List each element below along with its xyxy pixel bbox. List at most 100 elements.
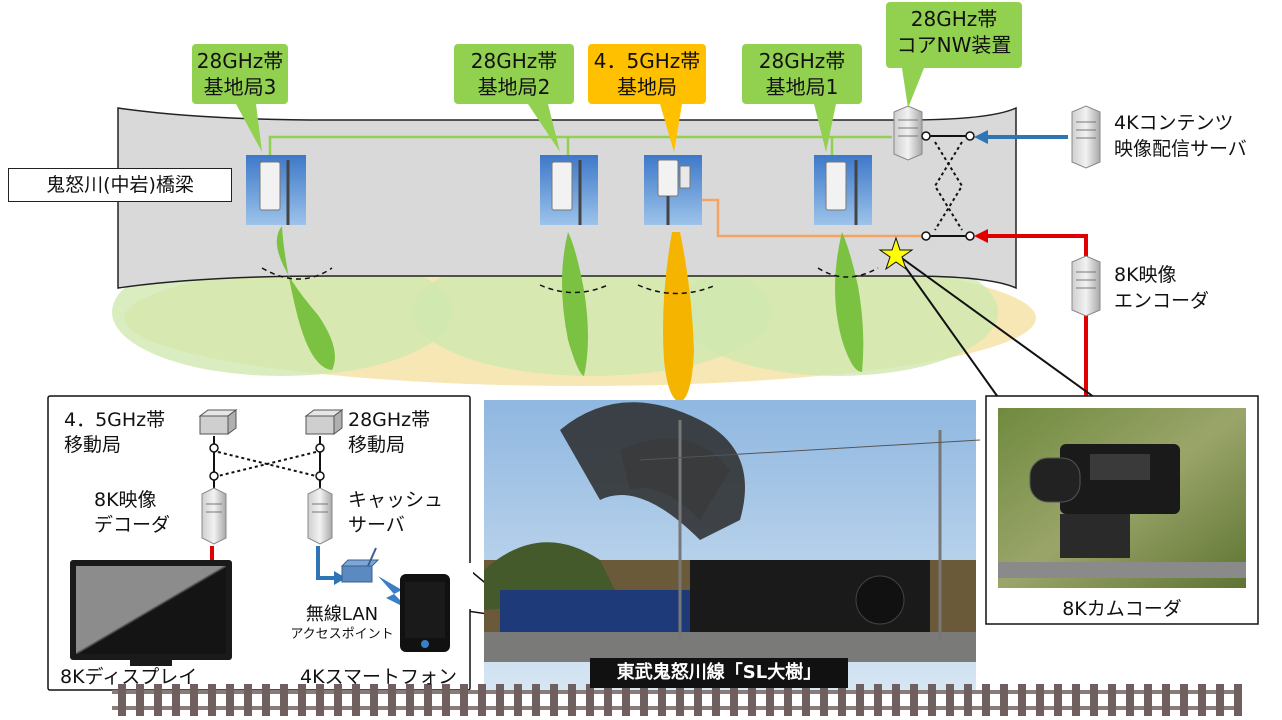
content-server-line1: 4Kコンテンツ (1114, 112, 1234, 134)
rail-tie (1018, 684, 1026, 716)
rail-tie (226, 684, 234, 716)
beam-bs1 (835, 232, 864, 372)
mobile28-label: 28GHz帯 移動局 (348, 408, 430, 458)
cache-line1: キャッシュ (348, 489, 444, 511)
rail-tie (694, 684, 702, 716)
rail-tie (478, 684, 486, 716)
onboard-switch-cross (209, 436, 325, 490)
rail-tie (928, 684, 936, 716)
rail-tie (910, 684, 918, 716)
callout-core (886, 2, 1022, 108)
rail-tie (1090, 684, 1098, 716)
callout-core-text: 28GHz帯 コアNW装置 (886, 6, 1022, 58)
rail-tie (604, 684, 612, 716)
arrow-cache-wlan (334, 571, 346, 585)
rail-tie (856, 684, 864, 716)
rail-tie (802, 684, 810, 716)
rail-tie (244, 684, 252, 716)
rail-tie (262, 684, 270, 716)
bs3-band-label: 28GHz帯 (196, 49, 284, 73)
rail-tie (460, 684, 468, 716)
encoder-label: 8K映像 エンコーダ (1114, 262, 1209, 314)
encoder-line2: エンコーダ (1114, 290, 1210, 312)
mobile45-line1: 4．5GHz帯 (64, 409, 166, 431)
rail-tie (514, 684, 522, 716)
rail-tie (676, 684, 684, 716)
rail-tie (784, 684, 792, 716)
rail-tie (172, 684, 180, 716)
rail-tie (550, 684, 558, 716)
rail-tie (1180, 684, 1188, 716)
rail-tie (1216, 684, 1224, 716)
callout-bs3 (192, 44, 288, 152)
rail-tie (352, 684, 360, 716)
rail-tie (892, 684, 900, 716)
rail-tie (1036, 684, 1044, 716)
decoder-label: 8K映像 デコーダ (94, 488, 170, 538)
rail-tie (118, 684, 126, 716)
core-nw-server-icon (893, 105, 923, 161)
rail-tie (1144, 684, 1152, 716)
rail-tie (658, 684, 666, 716)
cache-line2: サーバ (348, 514, 405, 536)
rail-tie (334, 684, 342, 716)
callout-bs1-text: 28GHz帯 基地局1 (742, 48, 862, 100)
cache-server-icon (307, 487, 333, 545)
link-45ghz (700, 198, 925, 238)
link-cache-wlan (316, 546, 336, 580)
bs45-band-label: 4．5GHz帯 (593, 49, 701, 73)
wlan-line2: アクセスポイント (290, 627, 394, 642)
content-server-icon (1071, 105, 1101, 169)
callout-bs2-text: 28GHz帯 基地局2 (454, 48, 574, 100)
wireless-bolt-icon (378, 576, 410, 610)
rail-tie (1198, 684, 1206, 716)
encoder-server-icon (1071, 255, 1101, 317)
beam-arc-bs3 (261, 267, 333, 280)
display-label: 8Kディスプレイ (60, 666, 198, 688)
decoder-server-icon (201, 487, 227, 545)
base-station-45ghz-icon (644, 155, 702, 225)
rail-tie (406, 684, 414, 716)
arrow-camcorder (974, 229, 988, 243)
base-station-2-icon (540, 155, 598, 225)
wlan-line1: 無線LAN (305, 604, 379, 625)
rail-tie (496, 684, 504, 716)
switch-cross (921, 131, 975, 241)
bs45-name-label: 基地局 (617, 75, 677, 99)
rail-tie (766, 684, 774, 716)
cache-label: キャッシュ サーバ (348, 488, 443, 538)
camcorder-photo (998, 408, 1246, 588)
bridge-label: 鬼怒川(中岩)橋梁 (8, 168, 232, 202)
camcorder-caption: 8Kカムコーダ (1062, 598, 1182, 620)
beam-bs3 (276, 226, 335, 370)
rail-tie (1072, 684, 1080, 716)
mobile28-line2: 移動局 (348, 434, 406, 456)
core-band-label: 28GHz帯 (910, 7, 998, 31)
rail-tie (586, 684, 594, 716)
rail-tie (1162, 684, 1170, 716)
beam-bs45 (663, 232, 694, 402)
rail-tie (136, 684, 144, 716)
mobile-station-28ghz-icon (304, 409, 344, 435)
train-photo (484, 400, 981, 692)
rail-track (112, 684, 1242, 716)
callout-bs45 (588, 44, 706, 152)
mobile28-line1: 28GHz帯 (348, 409, 431, 431)
8k-display-icon (70, 560, 232, 666)
link-camcorder (984, 234, 1088, 410)
rail-tie (820, 684, 828, 716)
rail-tie (712, 684, 720, 716)
rail-tie (370, 684, 378, 716)
rail-tie (1234, 684, 1242, 716)
base-station-3-icon (246, 155, 306, 225)
callout-bs2 (454, 44, 574, 152)
decoder-line2: デコーダ (94, 514, 171, 536)
callout-bs3-text: 28GHz帯 基地局3 (192, 48, 288, 100)
content-server-line2: 映像配信サーバ (1114, 138, 1247, 160)
rail-tie (154, 684, 162, 716)
zoom-line-left (895, 253, 1001, 401)
callout-bs45-text: 4．5GHz帯 基地局 (588, 48, 706, 100)
train-caption: 東武鬼怒川線「SL大樹」 (590, 658, 848, 688)
rail-tie (280, 684, 288, 716)
rail-tie (1108, 684, 1116, 716)
